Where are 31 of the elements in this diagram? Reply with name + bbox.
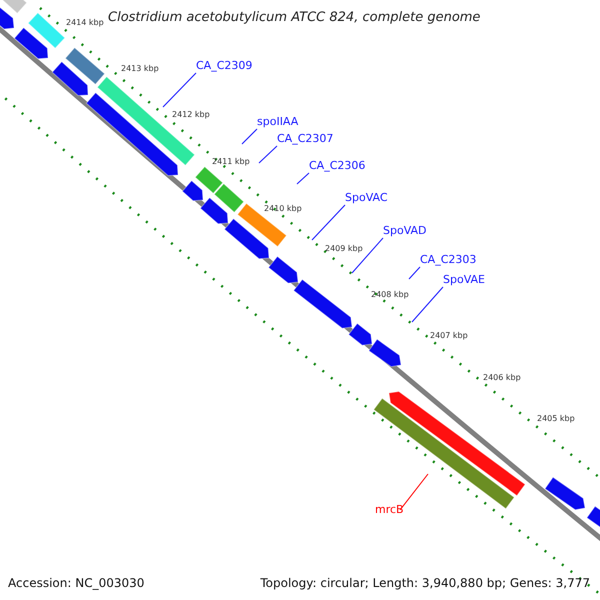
gene-label: CA_C2306 bbox=[309, 159, 366, 172]
gene-label: spoIIAA bbox=[257, 115, 298, 128]
gene-label: CA_C2307 bbox=[277, 132, 334, 145]
leader-line bbox=[352, 238, 384, 274]
leader-line bbox=[408, 266, 420, 280]
scale-label: 2411 kbp bbox=[212, 157, 250, 167]
leader-line bbox=[312, 204, 346, 240]
scale-label: 2409 kbp bbox=[325, 244, 363, 254]
scale-label: 2406 kbp bbox=[483, 373, 521, 383]
title: Clostridium acetobutylicum ATCC 824, complete genome bbox=[108, 9, 480, 27]
gene-label: CA_C2303 bbox=[420, 253, 476, 266]
scale-label: 2412 kbp bbox=[172, 110, 210, 120]
scale-label: 2414 kbp bbox=[66, 18, 104, 28]
leader-line bbox=[258, 146, 278, 164]
scale-label: 2405 kbp bbox=[537, 414, 575, 424]
accession-text: Accession: NC_003030 bbox=[8, 575, 144, 592]
leader-line bbox=[412, 286, 444, 322]
gene-label: CA_C2309 bbox=[196, 59, 252, 72]
scale-label: 2413 kbp bbox=[121, 64, 159, 74]
scale-label: 2408 kbp bbox=[371, 290, 409, 300]
leader-line bbox=[162, 72, 196, 108]
gene-label: mrcB bbox=[375, 503, 404, 516]
scale-label: 2407 kbp bbox=[430, 331, 468, 341]
scale-label: 2410 kbp bbox=[264, 204, 302, 214]
leader-line bbox=[242, 128, 258, 144]
leader-line bbox=[296, 172, 310, 184]
gene-label: SpoVAC bbox=[345, 191, 388, 204]
gene-label: SpoVAE bbox=[443, 273, 485, 286]
gene-label: SpoVAD bbox=[383, 224, 427, 237]
leader-line bbox=[400, 474, 428, 510]
genome-info-text: Topology: circular; Length: 3,940,880 bp; Genes: 3,777 bbox=[260, 575, 590, 592]
